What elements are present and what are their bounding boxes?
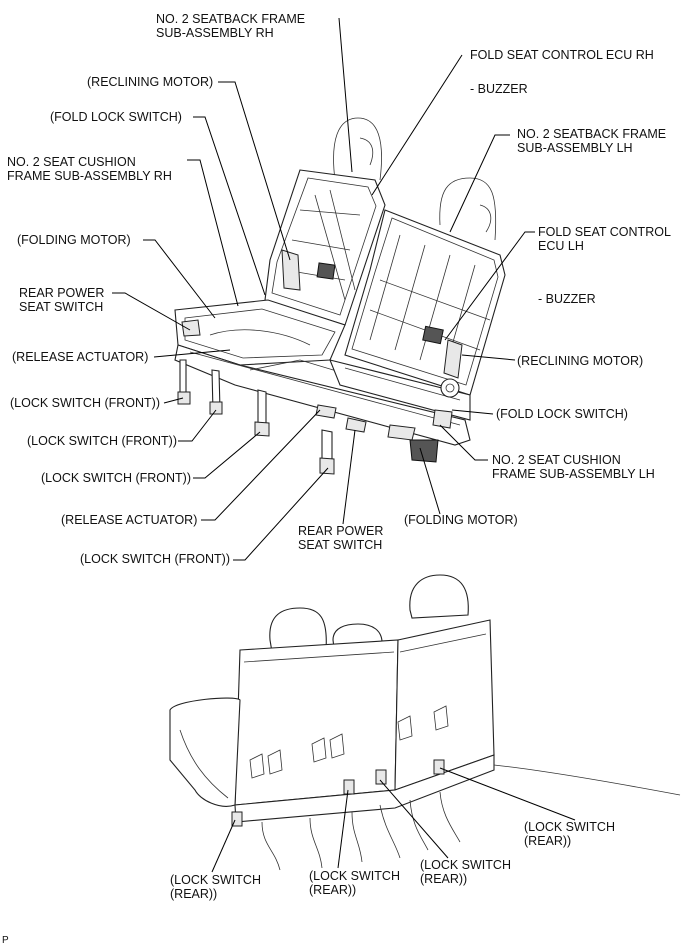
label-lock-switch-front-2: (LOCK SWITCH (FRONT)) xyxy=(27,434,177,448)
label-lock-switch-front-4: (LOCK SWITCH (FRONT)) xyxy=(80,552,230,566)
seatback-frame-rh xyxy=(264,169,386,326)
seat-cushion-frame-rh xyxy=(174,299,346,366)
label-release-actuator-lh: (RELEASE ACTUATOR) xyxy=(61,513,198,527)
label-reclining-motor-lh: (RECLINING MOTOR) xyxy=(517,354,644,368)
label-lock-switch-front-1: (LOCK SWITCH (FRONT)) xyxy=(10,396,160,410)
label-fold-lock-switch-lh: (FOLD LOCK SWITCH) xyxy=(496,407,628,421)
label-reclining-motor-rh: (RECLINING MOTOR) xyxy=(87,75,214,89)
label-seat-cushion-frame-lh: NO. 2 SEAT CUSHION FRAME SUB-ASSEMBLY LH xyxy=(492,453,655,481)
label-folding-motor-lh: (FOLDING MOTOR) xyxy=(404,513,518,527)
label-fold-seat-control-ecu-lh: FOLD SEAT CONTROL ECU LH xyxy=(538,225,671,253)
label-rear-power-seat-switch-rh: REAR POWER SEAT SWITCH xyxy=(19,286,105,314)
label-seatback-frame-rh: NO. 2 SEATBACK FRAME SUB-ASSEMBLY RH xyxy=(156,12,306,40)
label-seat-cushion-frame-rh: NO. 2 SEAT CUSHION FRAME SUB-ASSEMBLY RH xyxy=(7,155,172,183)
label-fold-seat-control-ecu-rh: FOLD SEAT CONTROL ECU RH xyxy=(470,48,654,62)
seatback-frame-lh xyxy=(344,209,506,396)
headrest-rh xyxy=(333,117,382,181)
label-release-actuator-rh: (RELEASE ACTUATOR) xyxy=(12,350,149,364)
label-seatback-frame-lh: NO. 2 SEATBACK FRAME SUB-ASSEMBLY LH xyxy=(517,127,667,155)
label-lock-switch-rear-3: (LOCK SWITCH (REAR)) xyxy=(420,858,511,886)
headrest-lh xyxy=(439,177,497,241)
label-buzzer-lh: - BUZZER xyxy=(538,292,596,306)
label-fold-lock-switch-rh: (FOLD LOCK SWITCH) xyxy=(50,110,182,124)
label-rear-power-seat-switch-lh: REAR POWER SEAT SWITCH xyxy=(298,524,384,552)
leader-lines-upper xyxy=(112,17,535,561)
label-buzzer-rh: - BUZZER xyxy=(470,82,528,96)
label-folding-motor-rh: (FOLDING MOTOR) xyxy=(17,233,131,247)
seat-exterior-illustration xyxy=(169,574,681,871)
label-lock-switch-front-3: (LOCK SWITCH (FRONT)) xyxy=(41,471,191,485)
leader-lines-lower xyxy=(211,767,576,873)
corner-mark: P xyxy=(2,935,9,946)
seat-base-frame xyxy=(174,344,471,446)
label-lock-switch-rear-2: (LOCK SWITCH (REAR)) xyxy=(309,869,400,897)
folding-motor-lh xyxy=(409,439,439,463)
front-legs xyxy=(177,359,335,475)
label-lock-switch-rear-1: (LOCK SWITCH (REAR)) xyxy=(170,873,261,901)
label-lock-switch-rear-4: (LOCK SWITCH (REAR)) xyxy=(524,820,615,848)
